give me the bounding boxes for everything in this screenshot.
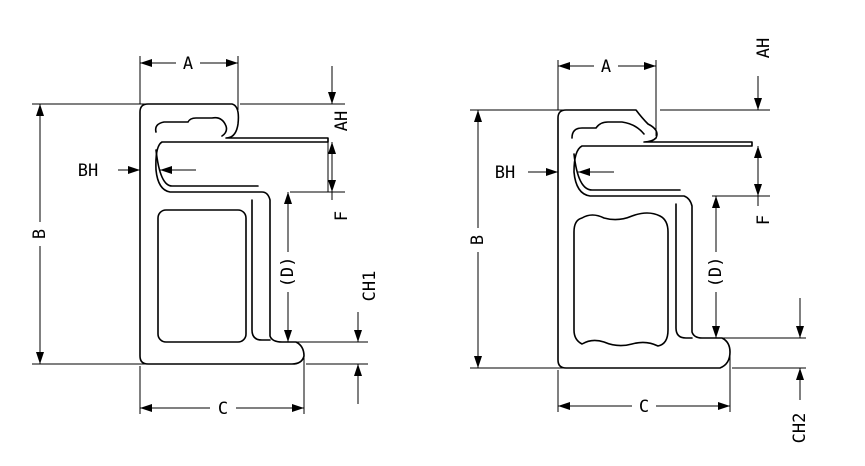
dim-ch1-label: CH1 [360,271,380,302]
profile-right-chamber [573,212,669,347]
profile-left-leg [251,199,271,341]
dim-ah-right-label: AH [754,38,774,58]
dim-f-left-label: F [332,211,352,221]
dim-d-right-label: (D) [706,257,726,288]
profile-left-chamber [157,209,247,343]
dim-ch2-label: CH2 [790,413,810,444]
profile-left: A B C BH AH F [30,54,380,419]
profile-left-slot [155,149,259,187]
dim-c-left-label: C [218,399,228,419]
dim-f-right-label: F [754,215,774,225]
dim-c-right-label: C [639,397,649,417]
dim-d-left-label: (D) [278,257,298,288]
profile-right: A B C BH AH F [468,38,810,444]
profile-right-hook [571,121,645,139]
profile-right-leg [675,203,693,339]
profile-left-hook [154,116,228,137]
dim-b-left-label: B [30,229,50,239]
dim-b-right-label: B [468,235,488,245]
dim-a-right-label: A [601,57,611,77]
profile-right-outline [557,109,753,369]
dim-ah-left-label: AH [332,111,352,131]
dim-bh-right-label: BH [495,163,515,183]
dim-a-left-label: A [183,54,193,74]
dim-bh-left-label: BH [78,161,98,181]
profile-left-outline [139,103,329,365]
profile-right-slot [573,153,681,191]
